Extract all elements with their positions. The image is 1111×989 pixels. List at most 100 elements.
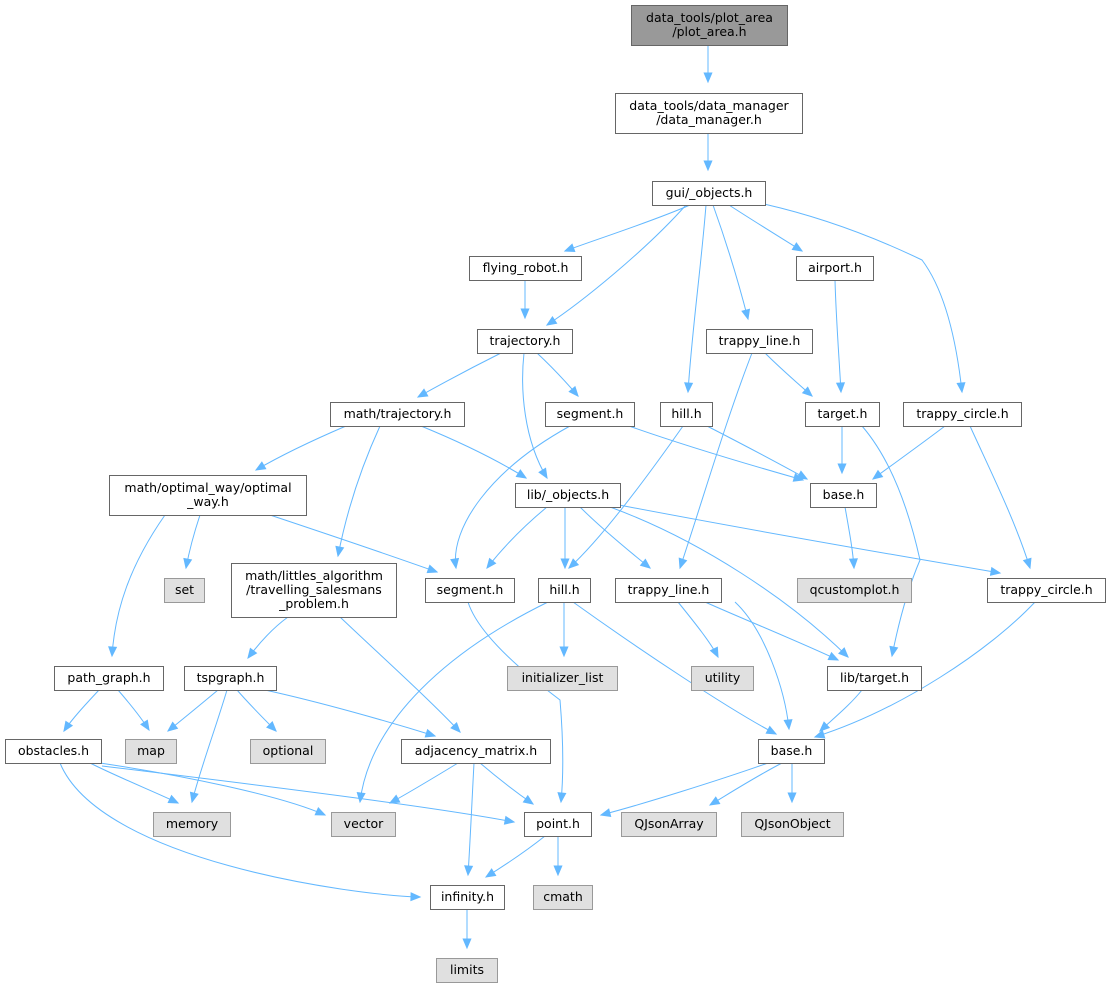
edge-line	[485, 835, 546, 878]
node-flying-robot[interactable]: flying_robot.h	[469, 256, 582, 281]
edge-gui_objects-to-trappy_circle_gui	[763, 203, 966, 394]
edge-arrowhead	[410, 892, 422, 902]
node-adjacency-matrix[interactable]: adjacency_matrix.h	[401, 739, 551, 764]
edge-trappy_line_lib-to-utility	[677, 601, 719, 659]
edge-gui_objects-to-trajectory	[545, 204, 687, 326]
node-label: /plot_area.h	[672, 24, 746, 39]
node-path-graph[interactable]: path_graph.h	[54, 666, 164, 691]
node-box	[5, 739, 102, 764]
node-trappy-circle-gui[interactable]: trappy_circle.h	[903, 402, 1022, 427]
edge-adjacency_matrix-to-infinity	[464, 762, 475, 877]
node-box	[331, 812, 396, 837]
edge-segment_gui-to-base_gui	[628, 425, 805, 482]
edge-line	[420, 425, 527, 479]
node-box	[250, 739, 326, 764]
edge-arrowhead	[678, 557, 688, 570]
node-optimal-way[interactable]: math/optimal_way/optimal_way.h	[109, 475, 307, 516]
edge-arrowhead	[838, 647, 849, 658]
edge-arrowhead	[741, 308, 751, 321]
edge-arrowhead	[708, 796, 721, 806]
node-point[interactable]: point.h	[524, 812, 592, 837]
edge-line	[687, 204, 707, 393]
edge-arrowhead	[388, 794, 401, 804]
node-box	[125, 739, 177, 764]
edge-line	[359, 601, 549, 803]
edge-arrowhead	[189, 791, 199, 804]
edge-arrowhead	[848, 558, 858, 570]
edge-base_lib-to-point	[599, 762, 769, 818]
node-math-trajectory[interactable]: math/trajectory.h	[330, 402, 465, 427]
edge-arrowhead	[568, 385, 579, 397]
node-trappy-line-lib[interactable]: trappy_line.h	[615, 578, 722, 603]
edge-trappy_circle_gui-to-trappy_circle_lib	[969, 425, 1032, 570]
node-gui-objects[interactable]: gui/_objects.h	[652, 181, 766, 206]
edge-arrowhead	[559, 646, 569, 658]
node-label: point.h	[536, 816, 580, 831]
edge-arrowhead	[515, 469, 528, 479]
node-box	[330, 402, 465, 427]
node-littles[interactable]: math/littles_algorithm/travelling_salesm…	[231, 563, 397, 618]
edge-arrowhead	[254, 461, 267, 471]
node-segment-gui[interactable]: segment.h	[545, 402, 635, 427]
edge-arrowhead	[684, 382, 694, 394]
node-label: adjacency_matrix.h	[415, 743, 537, 758]
node-data-manager[interactable]: data_tools/data_manager/data_manager.h	[615, 93, 803, 134]
node-box	[903, 402, 1022, 427]
edge-hill_gui-to-hill_lib	[568, 425, 684, 569]
node-box	[621, 812, 717, 837]
node-box	[109, 475, 307, 516]
node-box	[758, 739, 825, 764]
node-lib-target[interactable]: lib/target.h	[827, 666, 922, 691]
edge-arrowhead	[63, 720, 74, 733]
node-memory: memory	[153, 812, 231, 837]
edge-path_graph-to-obstacles	[63, 689, 100, 733]
node-plot-area[interactable]: data_tools/plot_area/plot_area.h	[631, 5, 788, 46]
node-target-gui[interactable]: target.h	[805, 402, 880, 427]
node-label: obstacles.h	[18, 743, 89, 758]
edge-adjacency_matrix-to-point	[479, 762, 535, 805]
edge-line	[706, 425, 808, 480]
edge-line	[337, 425, 381, 557]
edge-arrowhead	[484, 868, 497, 878]
node-label: hill.h	[671, 406, 701, 421]
edge-line	[191, 689, 228, 803]
edge-arrowhead	[183, 557, 193, 570]
edge-arrowhead	[813, 729, 826, 739]
node-airport[interactable]: airport.h	[796, 256, 874, 281]
node-label: trappy_circle.h	[1000, 582, 1092, 597]
edge-line	[389, 762, 459, 804]
edge-littles-to-tspgraph	[247, 616, 289, 660]
node-tspgraph[interactable]: tspgraph.h	[184, 666, 277, 691]
node-hill-gui[interactable]: hill.h	[660, 402, 713, 427]
node-label: lib/target.h	[840, 670, 909, 685]
edge-arrowhead	[166, 721, 179, 732]
node-limits: limits	[436, 958, 498, 983]
node-label: optional	[263, 743, 314, 758]
node-trajectory[interactable]: trajectory.h	[477, 329, 573, 354]
edge-base_lib-to-qjsonobject	[787, 763, 797, 804]
node-box	[425, 578, 515, 603]
node-label: data_tools/data_manager	[629, 98, 789, 113]
node-base-gui[interactable]: base.h	[810, 483, 877, 508]
edge-math_trajectory-to-optimal_way	[254, 425, 347, 471]
edge-line	[339, 616, 461, 733]
node-segment-lib[interactable]: segment.h	[425, 578, 515, 603]
node-trappy-circle-lib[interactable]: trappy_circle.h	[987, 578, 1106, 603]
node-box	[164, 578, 205, 603]
node-base-lib[interactable]: base.h	[758, 739, 825, 764]
edge-hill_gui-to-base_gui	[706, 425, 809, 480]
node-box	[54, 666, 164, 691]
edge-arrowhead	[520, 308, 530, 320]
node-box	[810, 483, 877, 508]
edge-tspgraph-to-optional	[236, 689, 277, 732]
edge-arrowhead	[356, 792, 366, 804]
node-hill-lib[interactable]: hill.h	[538, 578, 591, 603]
edge-trajectory-to-segment_gui	[536, 352, 579, 397]
node-lib-objects[interactable]: lib/_objects.h	[515, 483, 621, 508]
edge-arrowhead	[167, 794, 180, 804]
node-obstacles[interactable]: obstacles.h	[5, 739, 102, 764]
node-trappy-line-gui[interactable]: trappy_line.h	[706, 329, 813, 354]
node-label: set	[175, 582, 194, 597]
node-infinity[interactable]: infinity.h	[430, 885, 505, 910]
node-box	[436, 958, 498, 983]
